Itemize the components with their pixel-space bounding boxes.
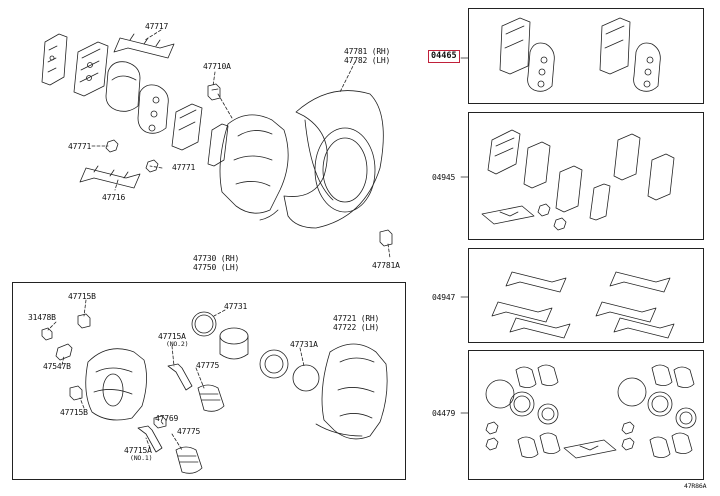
pad-support-plate-bottom-drawing [79,165,141,189]
kit-box-04465 [468,8,704,104]
brake-pad-outer-drawing [105,61,141,112]
label-47722-lh[interactable]: 47722 (LH) [333,323,380,332]
label-04479[interactable]: 04479 [432,409,456,418]
boot-47775-bottom-drawing [175,446,203,474]
kit-04479-drawing [485,364,697,459]
boot-47775-top-drawing [197,384,225,412]
label-47730-rh[interactable]: 47730 (RH) [193,254,240,263]
label-47715B-top[interactable]: 47715B [68,292,96,301]
piston-seal-ring-drawing [191,311,217,337]
label-31478B[interactable]: 31478B [28,313,56,322]
label-47771-b[interactable]: 47771 [172,163,196,172]
label-47715A-no2[interactable]: 47715A [158,332,186,341]
label-no1: (NO.1) [130,454,153,462]
bolt-47710A-drawing [207,83,221,101]
caliper-body-drawing [85,348,147,421]
kit-box-04947 [468,248,704,343]
label-47769[interactable]: 47769 [155,414,179,423]
pad-support-plate-top-drawing [113,33,175,59]
label-47771-a[interactable]: 47771 [68,142,92,151]
label-47781-rh[interactable]: 47781 (RH) [344,47,391,56]
label-47547B[interactable]: 47547B [43,362,71,371]
leader-lines-top [91,29,391,259]
label-04945[interactable]: 04945 [432,173,456,182]
slide-pin-no2-drawing [167,363,193,391]
label-47721-rh[interactable]: 47721 (RH) [333,314,380,323]
brake-pad-inner-drawing [73,41,109,97]
caliper-assembly-box [12,282,406,480]
label-47750-lh[interactable]: 47750 (LH) [193,263,240,272]
slide-pin-no1-drawing [137,425,163,453]
label-47775-top[interactable]: 47775 [196,361,220,370]
wear-indicator-drawing [207,123,229,167]
label-47775-bottom[interactable]: 47775 [177,427,201,436]
label-47731A[interactable]: 47731A [290,340,318,349]
label-47731-top[interactable]: 47731 [224,302,248,311]
kit-box-04479 [468,350,704,480]
kit-leader-lines [460,57,469,414]
label-04947[interactable]: 04947 [432,293,456,302]
leader-lines-bottom [47,299,305,451]
pad-backing-plate-drawing [137,84,169,134]
caliper-mounting-drawing [219,114,289,221]
bolt-47781A-drawing [379,229,393,247]
set-ring-drawing [292,364,320,392]
label-47716[interactable]: 47716 [102,193,126,202]
piston-drawing [219,327,249,360]
kit-04947-drawing [491,271,675,339]
anti-squeal-shim-drawing [41,33,68,86]
label-47781A[interactable]: 47781A [372,261,400,270]
label-no2: (NO.2) [166,340,189,348]
small-clip-drawing [105,139,159,173]
guide-bolt-drawing [69,313,91,401]
label-47715B-bottom[interactable]: 47715B [60,408,88,417]
label-47717[interactable]: 47717 [145,22,169,31]
label-47715A-no1[interactable]: 47715A [124,446,152,455]
label-47782-lh[interactable]: 47782 (LH) [344,56,391,65]
mounting-bracket-drawing [315,343,388,440]
figure-id: 47R86A [684,482,707,490]
label-04465-highlighted[interactable]: 04465 [428,50,460,63]
bleeder-cap-drawing [41,327,53,341]
dust-cover-drawing [283,90,384,229]
bleeder-plug-drawing [55,343,73,361]
cylinder-boot-drawing [259,349,289,379]
bushing-47769-drawing [153,415,167,429]
label-47710A[interactable]: 47710A [203,62,231,71]
kit-04465-drawing [499,17,661,92]
kit-04945-drawing [481,129,675,231]
kit-box-04945 [468,112,704,240]
anti-squeal-shim-b-drawing [171,103,203,151]
